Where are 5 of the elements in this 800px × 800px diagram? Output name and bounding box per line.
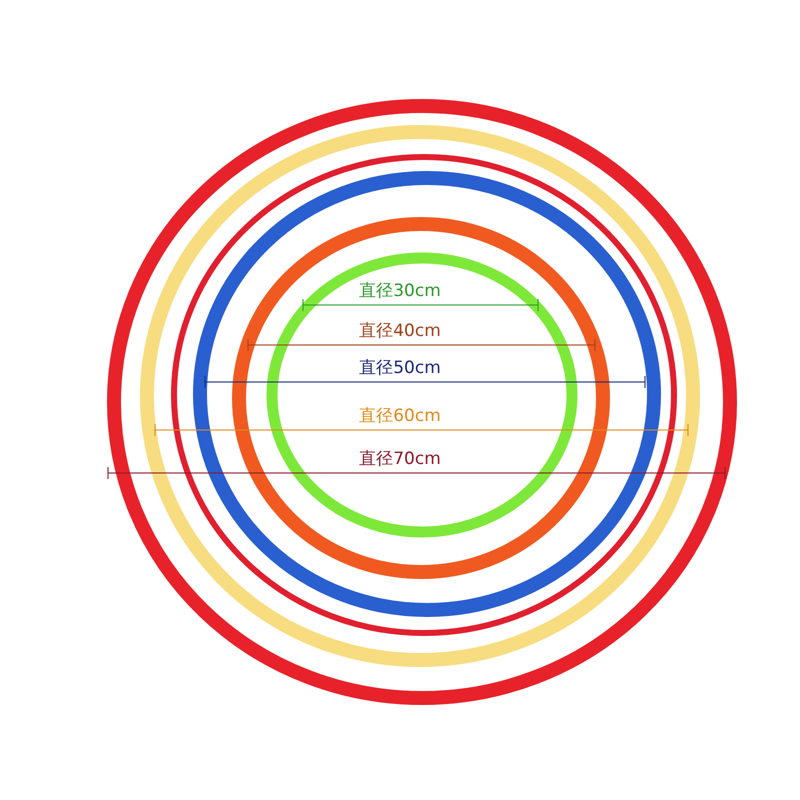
dimension-label: 直径60cm bbox=[359, 405, 441, 427]
dimension-label: 直径70cm bbox=[359, 448, 441, 470]
dimension-label: 直径50cm bbox=[359, 357, 441, 379]
dimension-label: 直径40cm bbox=[359, 320, 441, 342]
dimension-label: 直径30cm bbox=[359, 280, 441, 302]
